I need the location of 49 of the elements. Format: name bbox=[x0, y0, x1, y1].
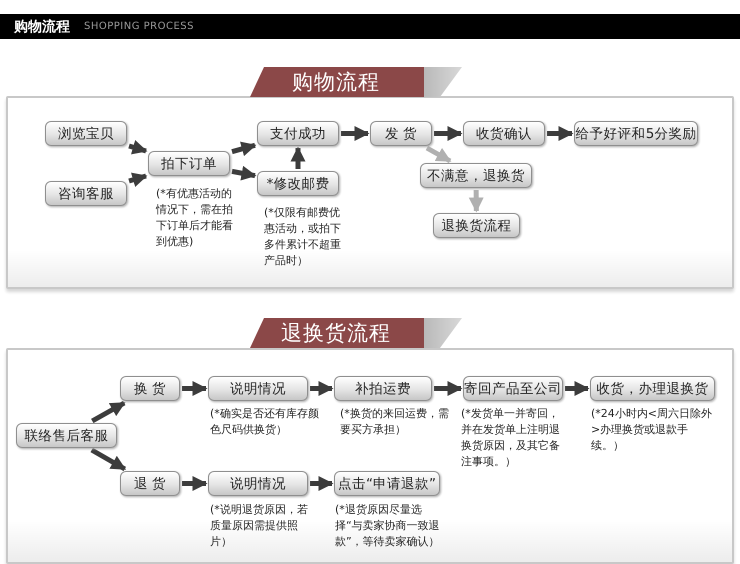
section-heading: 退换货流程 bbox=[250, 318, 462, 348]
process-box: 联络售后客服 bbox=[16, 423, 117, 448]
note-text: (*说明退货原因，若质量原因需提供照片） bbox=[210, 502, 309, 550]
arrow bbox=[310, 381, 334, 396]
process-box: 发 货 bbox=[370, 121, 432, 146]
arrow bbox=[547, 126, 574, 141]
arrow bbox=[231, 142, 256, 156]
arrow bbox=[90, 448, 126, 472]
arrow bbox=[434, 126, 462, 141]
arrow bbox=[128, 140, 148, 154]
process-box: 支付成功 bbox=[257, 121, 339, 146]
process-box: 寄回产品至公司 bbox=[463, 376, 563, 401]
process-box: *修改邮费 bbox=[257, 171, 339, 196]
note-text: (*退货原因尽量选择“与卖家协商一致退款”，等待卖家确认） bbox=[335, 502, 441, 550]
process-box: 浏览宝贝 bbox=[45, 121, 127, 146]
process-box: 收货，办理退换货 bbox=[590, 376, 715, 401]
arrow bbox=[182, 381, 208, 396]
note-text: (*仅限有邮费优惠活动，或拍下多件累计不超重产品时） bbox=[264, 205, 342, 269]
section-heading: 购物流程 bbox=[250, 67, 462, 97]
process-box: 不满意，退换货 bbox=[420, 163, 532, 188]
process-box: 退 货 bbox=[120, 471, 180, 496]
note-text: (*换货的来回运费，需要买方承担） bbox=[340, 406, 450, 438]
process-box: 补拍运费 bbox=[334, 376, 432, 401]
process-box: 拍下订单 bbox=[148, 151, 230, 176]
note-text: (*24小时内<周六日除外>办理换货或退款手续。） bbox=[591, 406, 714, 454]
arrow bbox=[182, 476, 208, 491]
process-box: 收货确认 bbox=[463, 121, 545, 146]
process-box: 说明情况 bbox=[208, 376, 308, 401]
process-box: 给予好评和5分奖励 bbox=[574, 121, 698, 146]
arrow bbox=[565, 381, 590, 396]
arrow bbox=[426, 146, 452, 164]
arrow bbox=[434, 381, 462, 396]
page-title: 购物流程 bbox=[14, 18, 70, 36]
arrow bbox=[290, 146, 306, 169]
subtitle: SHOPPING PROCESS bbox=[84, 21, 194, 32]
arrow bbox=[128, 172, 148, 187]
arrow bbox=[468, 190, 484, 212]
process-box: 退换货流程 bbox=[433, 213, 520, 238]
process-box: 点击“申请退款” bbox=[334, 471, 440, 496]
arrow bbox=[91, 400, 126, 424]
note-text: (*发货单一并寄回，并在发货单上注明退换货原因，及其它备注事项。） bbox=[461, 406, 561, 470]
note-text: (*有优惠活动的情况下，需在拍下订单后才能看到优惠) bbox=[156, 186, 234, 250]
note-text: (*确实是否还有库存颜色尺码供换货） bbox=[210, 406, 320, 438]
process-box: 说明情况 bbox=[208, 471, 308, 496]
arrow bbox=[310, 476, 334, 491]
process-box: 咨询客服 bbox=[45, 181, 127, 206]
arrow bbox=[232, 166, 256, 181]
arrow bbox=[341, 126, 370, 141]
process-box: 换 货 bbox=[120, 376, 180, 401]
